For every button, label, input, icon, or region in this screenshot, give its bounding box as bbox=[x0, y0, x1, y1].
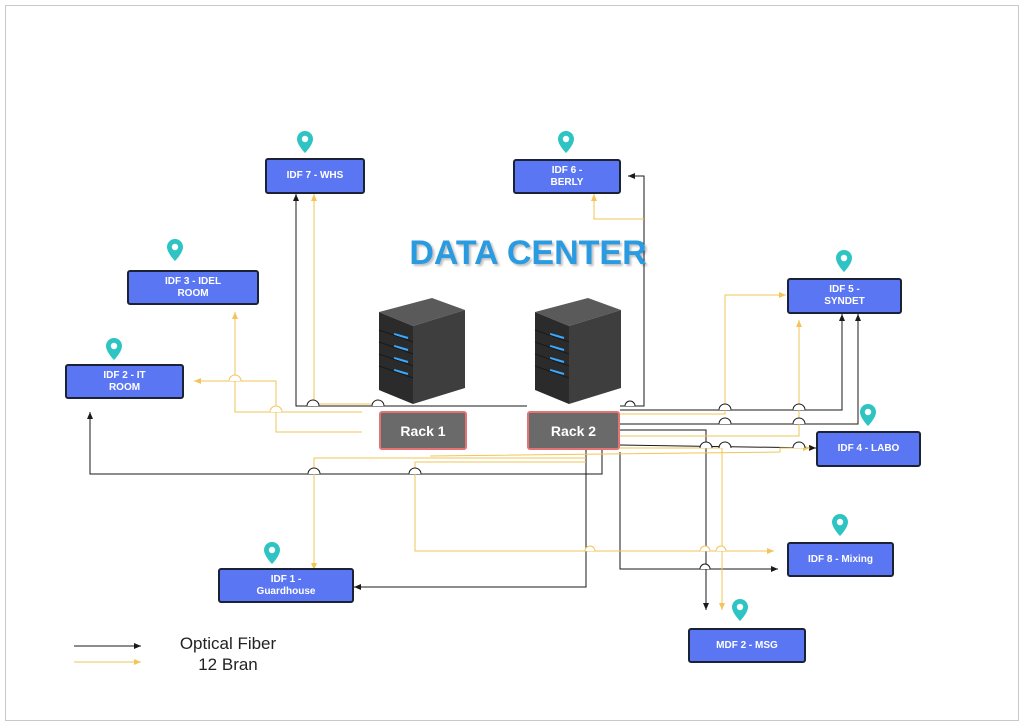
node-idf7[interactable]: IDF 7 - WHS bbox=[265, 158, 365, 194]
bran-rack2-idf6 bbox=[591, 194, 644, 220]
bran-rack2-idf8 bbox=[414, 461, 774, 554]
fiber-rack1-idf7 bbox=[293, 194, 527, 407]
fiber-rack2-idf8 bbox=[619, 452, 778, 572]
bran-rack2-idf5 bbox=[620, 292, 786, 415]
fiber-rack2-idf5-a bbox=[620, 314, 845, 411]
location-pin-idf7-icon bbox=[297, 131, 313, 153]
location-pin-idf8-icon bbox=[832, 514, 848, 536]
location-pin-idf2-icon bbox=[106, 338, 122, 360]
node-idf4[interactable]: IDF 4 - LABO bbox=[816, 431, 921, 467]
location-pin-idf1-icon bbox=[264, 542, 280, 564]
diagram-canvas bbox=[5, 5, 1019, 721]
node-mdf2[interactable]: MDF 2 - MSG bbox=[688, 628, 806, 663]
node-idf2[interactable]: IDF 2 - IT ROOM bbox=[65, 364, 184, 399]
legend-bran-label: 12 Bran bbox=[198, 655, 258, 674]
node-idf8[interactable]: IDF 8 - Mixing bbox=[787, 542, 894, 577]
location-pin-idf3-icon bbox=[167, 239, 183, 261]
rack-1-label[interactable]: Rack 1 bbox=[379, 411, 467, 450]
diagram-title: DATA CENTER bbox=[409, 234, 647, 272]
line-jumps bbox=[228, 374, 806, 570]
fiber-rack2-idf2 bbox=[87, 412, 603, 475]
fiber-rack2-mdf2 bbox=[620, 429, 709, 610]
server-rack1-icon bbox=[378, 298, 465, 404]
location-pin-idf6-icon bbox=[558, 131, 574, 153]
bran-rack1-idf7 bbox=[311, 194, 378, 405]
location-pin-idf4-icon bbox=[860, 404, 876, 426]
rack-2-label[interactable]: Rack 2 bbox=[527, 411, 620, 450]
server-rack2-icon bbox=[534, 298, 621, 404]
node-idf5[interactable]: IDF 5 - SYNDET bbox=[787, 278, 902, 314]
bran-rack2-mdf2 bbox=[620, 447, 725, 610]
location-pin-idf5-icon bbox=[836, 250, 852, 272]
bran-rack2-idf5-b bbox=[620, 320, 802, 437]
node-idf6[interactable]: IDF 6 - BERLY bbox=[513, 159, 621, 194]
bran-rack2-idf1 bbox=[311, 457, 586, 570]
bran-rack1-idf3 bbox=[232, 312, 362, 413]
location-pin-mdf2-icon bbox=[732, 599, 748, 621]
fiber-rack2-idf1 bbox=[354, 450, 587, 590]
legend-fiber-label: Optical Fiber bbox=[179, 634, 277, 653]
node-idf3[interactable]: IDF 3 - IDEL ROOM bbox=[127, 270, 259, 305]
fiber-rack2-idf5-b bbox=[620, 314, 861, 425]
node-idf1[interactable]: IDF 1 - Guardhouse bbox=[218, 568, 354, 603]
fiber-rack2-idf6 bbox=[620, 173, 645, 407]
